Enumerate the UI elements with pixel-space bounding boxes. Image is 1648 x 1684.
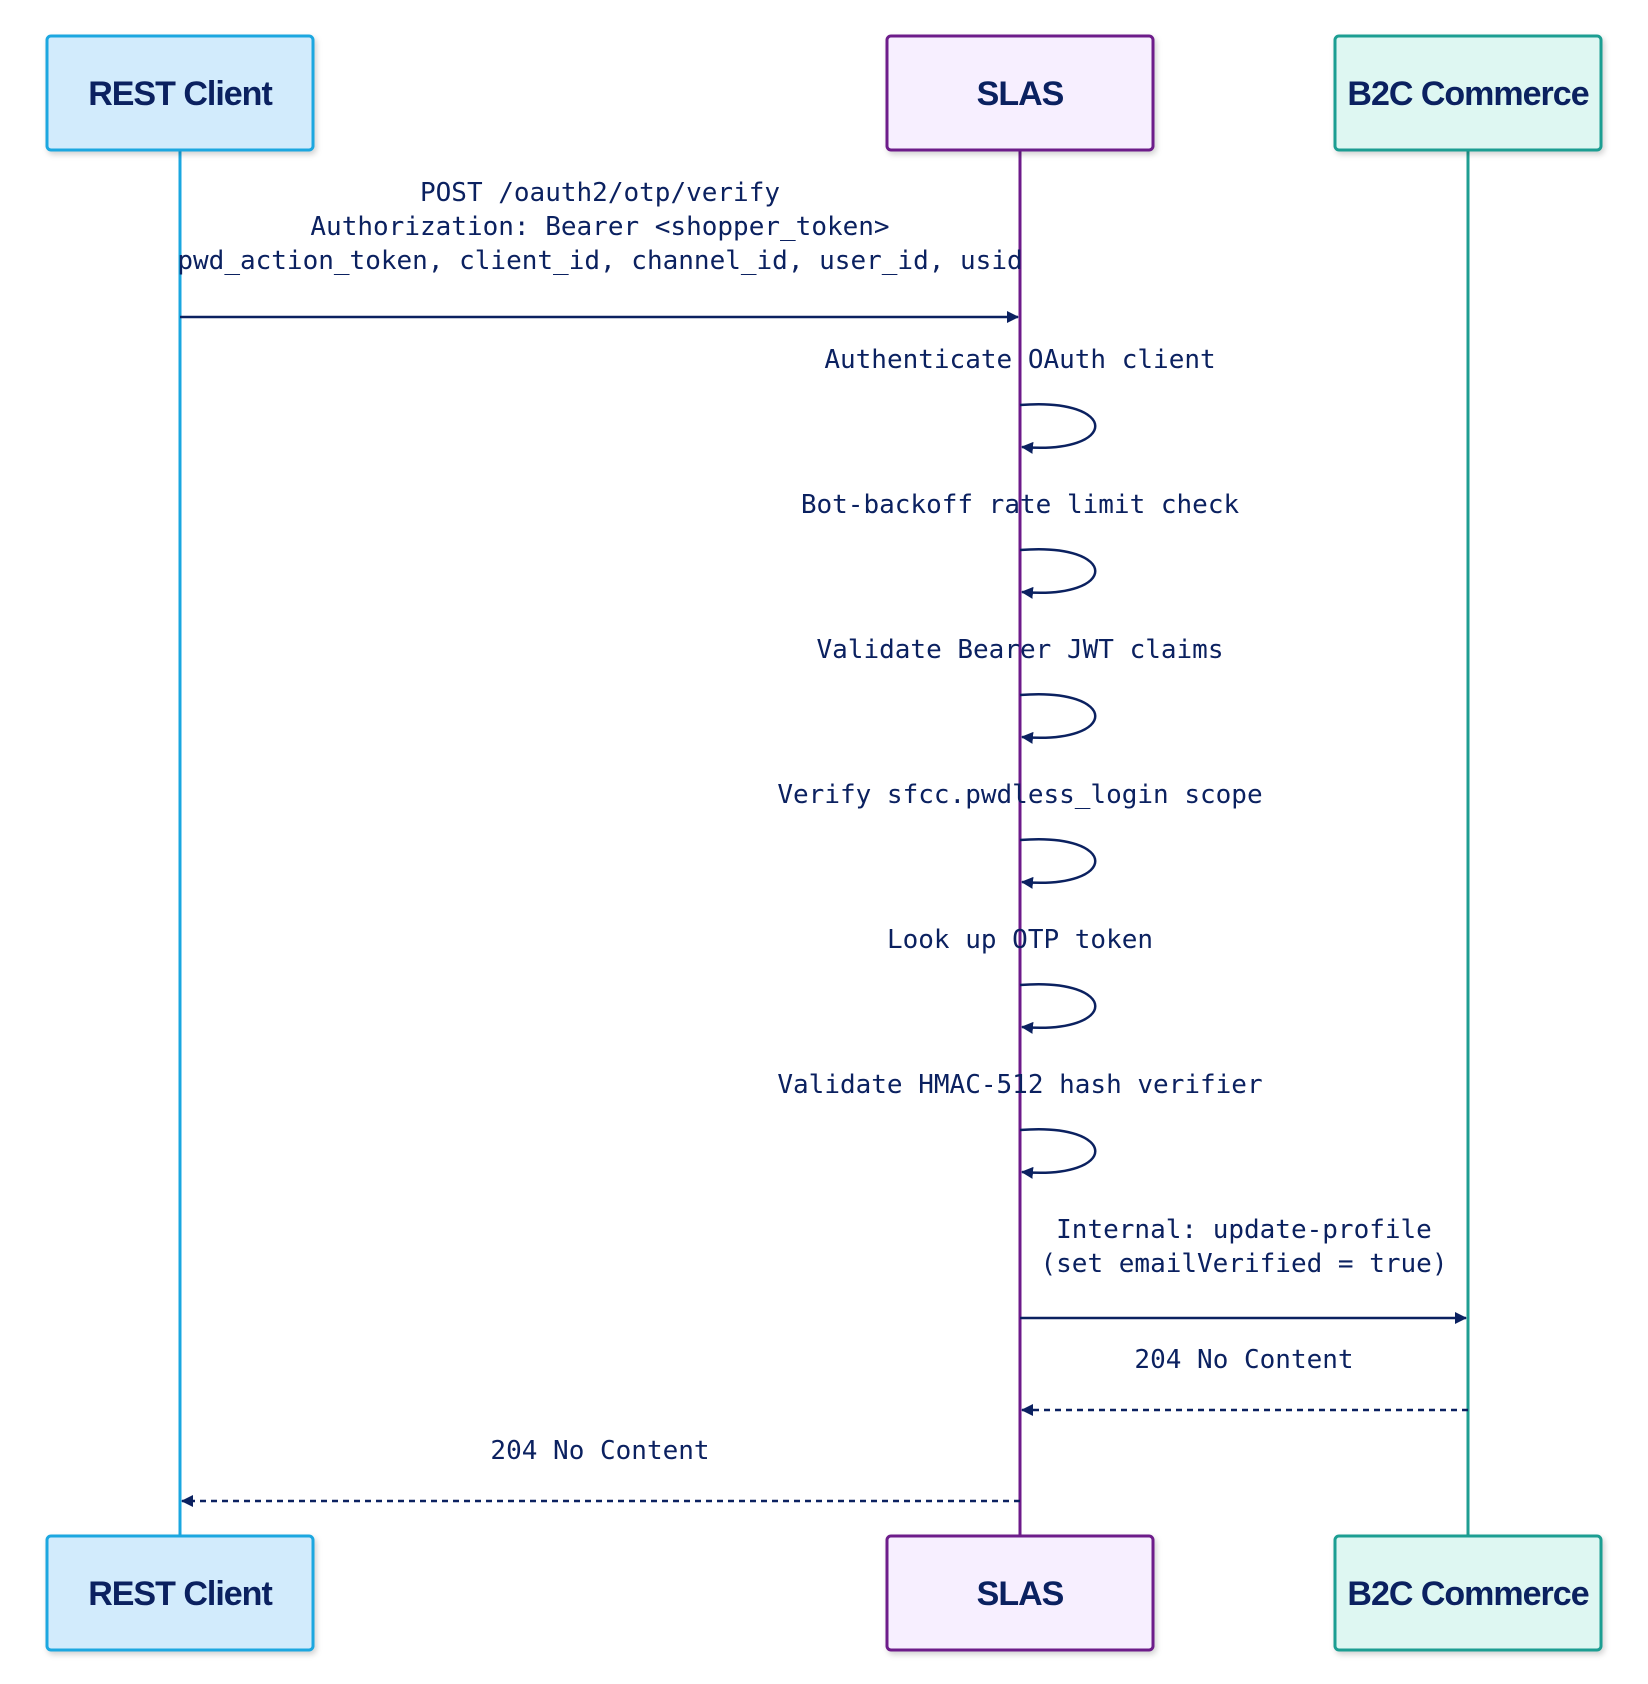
message-label: (set emailVerified = true) (1041, 1249, 1448, 1279)
self-message-arrow (1019, 837, 1097, 889)
self-message-arrow (1019, 982, 1097, 1034)
actor-box-slas-bottom: SLAS (885, 1534, 1155, 1652)
actor-box-rest-bottom: REST Client (45, 1534, 315, 1652)
message-8: Internal: update-profile (set emailVerifi… (1020, 1215, 1467, 1324)
message-label: Verify sfcc.pwdless_login scope (777, 780, 1262, 810)
actor-box-rect (885, 34, 1155, 152)
message-5: Verify sfcc.pwdless_login scope (777, 780, 1263, 889)
message-label: Validate HMAC-512 hash verifier (777, 1070, 1262, 1100)
lifelines (178, 150, 1470, 1536)
actor-box-b2c-top: B2C Commerce (1333, 34, 1603, 152)
actor-box-rect (45, 34, 315, 152)
message-9: 204 No Content (1021, 1345, 1468, 1416)
message-label: POST /oauth2/otp/verify (420, 178, 780, 208)
self-message-arrow (1019, 1127, 1097, 1179)
actor-box-slas-top: SLAS (885, 34, 1155, 152)
actor-box-rect (45, 1534, 315, 1652)
message-4: Validate Bearer JWT claims (817, 635, 1224, 744)
actor-label: B2C Commerce (1347, 1575, 1588, 1613)
message-label: Bot-backoff rate limit check (801, 490, 1240, 520)
message-label: 204 No Content (490, 1436, 709, 1466)
actor-box-b2c-bottom: B2C Commerce (1333, 1534, 1603, 1652)
actor-label: SLAS (977, 1575, 1064, 1613)
actor-label: REST Client (88, 1575, 272, 1613)
actor-box-rect (1333, 34, 1603, 152)
message-label: Authorization: Bearer <shopper_token> (310, 212, 889, 242)
self-message-arrow (1019, 547, 1097, 599)
message-label: Authenticate OAuth client (824, 345, 1215, 375)
message-label: Internal: update-profile (1056, 1215, 1432, 1245)
actor-box-rect (1333, 1534, 1603, 1652)
actor-label: REST Client (88, 75, 272, 113)
actor-label: B2C Commerce (1347, 75, 1588, 113)
actor-box-rest-top: REST Client (45, 34, 315, 152)
message-3: Bot-backoff rate limit check (801, 490, 1240, 599)
actor-box-rect (885, 1534, 1155, 1652)
message-10: 204 No Content (181, 1436, 1020, 1507)
message-6: Look up OTP token (887, 925, 1153, 1034)
message-7: Validate HMAC-512 hash verifier (777, 1070, 1263, 1179)
message-2: Authenticate OAuth client (824, 345, 1216, 454)
message-label: pwd_action_token, client_id, channel_id,… (177, 246, 1022, 276)
self-message-arrow (1019, 692, 1097, 744)
message-label: Validate Bearer JWT claims (817, 635, 1224, 665)
actor-label: SLAS (977, 75, 1064, 113)
message-label: Look up OTP token (887, 925, 1153, 955)
message-label: 204 No Content (1134, 1345, 1353, 1375)
self-message-arrow (1019, 402, 1097, 454)
